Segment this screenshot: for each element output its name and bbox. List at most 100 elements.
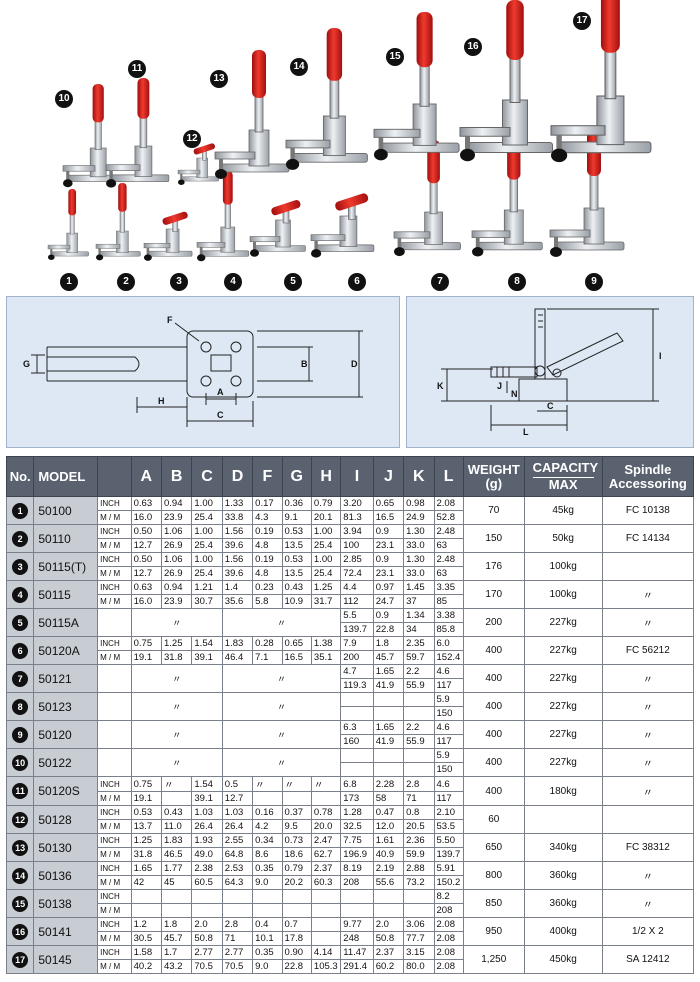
- value-cell: 25.4: [191, 538, 223, 553]
- value-cell: [160, 791, 193, 806]
- value-cell: 3.06: [403, 917, 435, 932]
- value-cell: 0.63: [130, 580, 163, 595]
- value-cell: 20.2: [281, 875, 312, 890]
- clamp-lever: [419, 64, 430, 107]
- value-cell: 3.94: [340, 524, 374, 539]
- value-cell: 26.9: [160, 538, 193, 553]
- value-cell: [340, 748, 374, 763]
- clamp-arm: [47, 244, 71, 250]
- clamp-arm: [62, 165, 96, 172]
- row-number: 14: [5, 861, 35, 890]
- clamp-rubber-tip: [178, 179, 185, 185]
- value-cell: [130, 903, 163, 918]
- clamp-arm: [550, 125, 606, 136]
- value-cell: 2.77: [191, 945, 223, 960]
- value-cell: 2.48: [433, 524, 464, 539]
- value-cell: 2.37: [372, 945, 405, 960]
- clamp-body: [424, 211, 443, 245]
- value-cell: [310, 889, 342, 904]
- value-cell: 35.6: [221, 594, 254, 609]
- photo-number-badge: 14: [290, 58, 308, 76]
- row-number: 13: [5, 833, 35, 862]
- value-cell: 1.65: [372, 664, 405, 679]
- value-cell: 73.2: [403, 875, 435, 890]
- value-cell: 4.14: [310, 945, 342, 960]
- value-cell: 0.34: [252, 833, 283, 848]
- clamp-illustration: [47, 189, 89, 260]
- value-cell: 0.43: [281, 580, 312, 595]
- value-cell: 45.7: [160, 931, 193, 946]
- dim-label-n: N: [511, 389, 518, 399]
- spindle-cell: [601, 552, 695, 581]
- value-cell: 139.7: [433, 847, 464, 862]
- clamp-illustration: [249, 200, 306, 257]
- clamp-lever: [282, 210, 290, 224]
- value-cell: 0.50: [130, 524, 163, 539]
- row-number-badge: 9: [12, 726, 29, 743]
- clamp-lever: [589, 173, 599, 211]
- weight-cell: 400: [462, 636, 525, 665]
- dimension-drawing-side-view: K J N C L I: [406, 296, 694, 448]
- value-cell: 17.8: [281, 931, 312, 946]
- clamp-spindle: [556, 135, 562, 152]
- capacity-cell: 360kg: [523, 861, 603, 890]
- value-cell: [372, 889, 405, 904]
- value-cell: 45: [160, 875, 193, 890]
- spindle-cell: 〃: [601, 608, 695, 637]
- value-cell: 2.0: [372, 917, 405, 932]
- value-cell: 39.6: [221, 566, 254, 581]
- value-cell: 9.0: [252, 875, 283, 890]
- value-cell: 8.6: [252, 847, 283, 862]
- clamp-lever: [139, 116, 148, 149]
- header-spindle-line2: Accessoring: [608, 475, 687, 491]
- value-cell: 117: [433, 678, 464, 693]
- value-cell: 291.4: [340, 959, 374, 974]
- value-cell: 25.4: [191, 510, 223, 525]
- clamp-arm: [373, 128, 421, 138]
- value-cell: 7.75: [340, 833, 374, 848]
- photo-number-badge: 5: [284, 273, 302, 291]
- model-cell: 50122: [33, 748, 99, 777]
- row-number: 16: [5, 917, 35, 946]
- row-number-badge: 1: [12, 502, 29, 519]
- clamp-body: [134, 145, 153, 177]
- row-number: 2: [5, 524, 35, 553]
- value-cell: [310, 917, 342, 932]
- weight-cell: 950: [462, 917, 525, 946]
- value-cell: 0.36: [281, 496, 312, 511]
- value-cell: 39.1: [191, 650, 223, 665]
- ditto-mark: 〃: [221, 720, 342, 749]
- value-cell: [160, 903, 193, 918]
- value-cell: 50.8: [372, 931, 405, 946]
- clamp-illustration: [143, 211, 193, 261]
- value-cell: 4.2: [252, 819, 283, 834]
- spindle-cell: 〃: [601, 692, 695, 721]
- row-number-badge: 10: [12, 754, 29, 771]
- header-letter: H: [310, 456, 342, 497]
- unit-cell: M / M: [97, 847, 132, 862]
- clamp-spindle: [378, 137, 384, 152]
- value-cell: 0.9: [372, 552, 405, 567]
- unit-cell: INCH: [97, 833, 132, 848]
- header-unit: [97, 456, 132, 497]
- value-cell: 1.30: [403, 524, 435, 539]
- unit-cell: INCH: [97, 552, 132, 567]
- value-cell: 152.4: [433, 650, 464, 665]
- unit-cell: M / M: [97, 650, 132, 665]
- value-cell: 59.7: [403, 650, 435, 665]
- clamp-arm: [249, 236, 281, 243]
- clamp-rubber-tip: [197, 254, 206, 262]
- unit-cell: INCH: [97, 636, 132, 651]
- unit-cell: M / M: [97, 594, 132, 609]
- value-cell: 1.25: [160, 636, 193, 651]
- top-view-svg: F G H A B C D: [23, 315, 363, 427]
- clamp-rubber-tip: [311, 249, 322, 258]
- value-cell: 1.25: [130, 833, 163, 848]
- row-number-badge: 15: [12, 895, 29, 912]
- value-cell: 1.00: [191, 496, 223, 511]
- model-cell: 50120S: [33, 776, 99, 806]
